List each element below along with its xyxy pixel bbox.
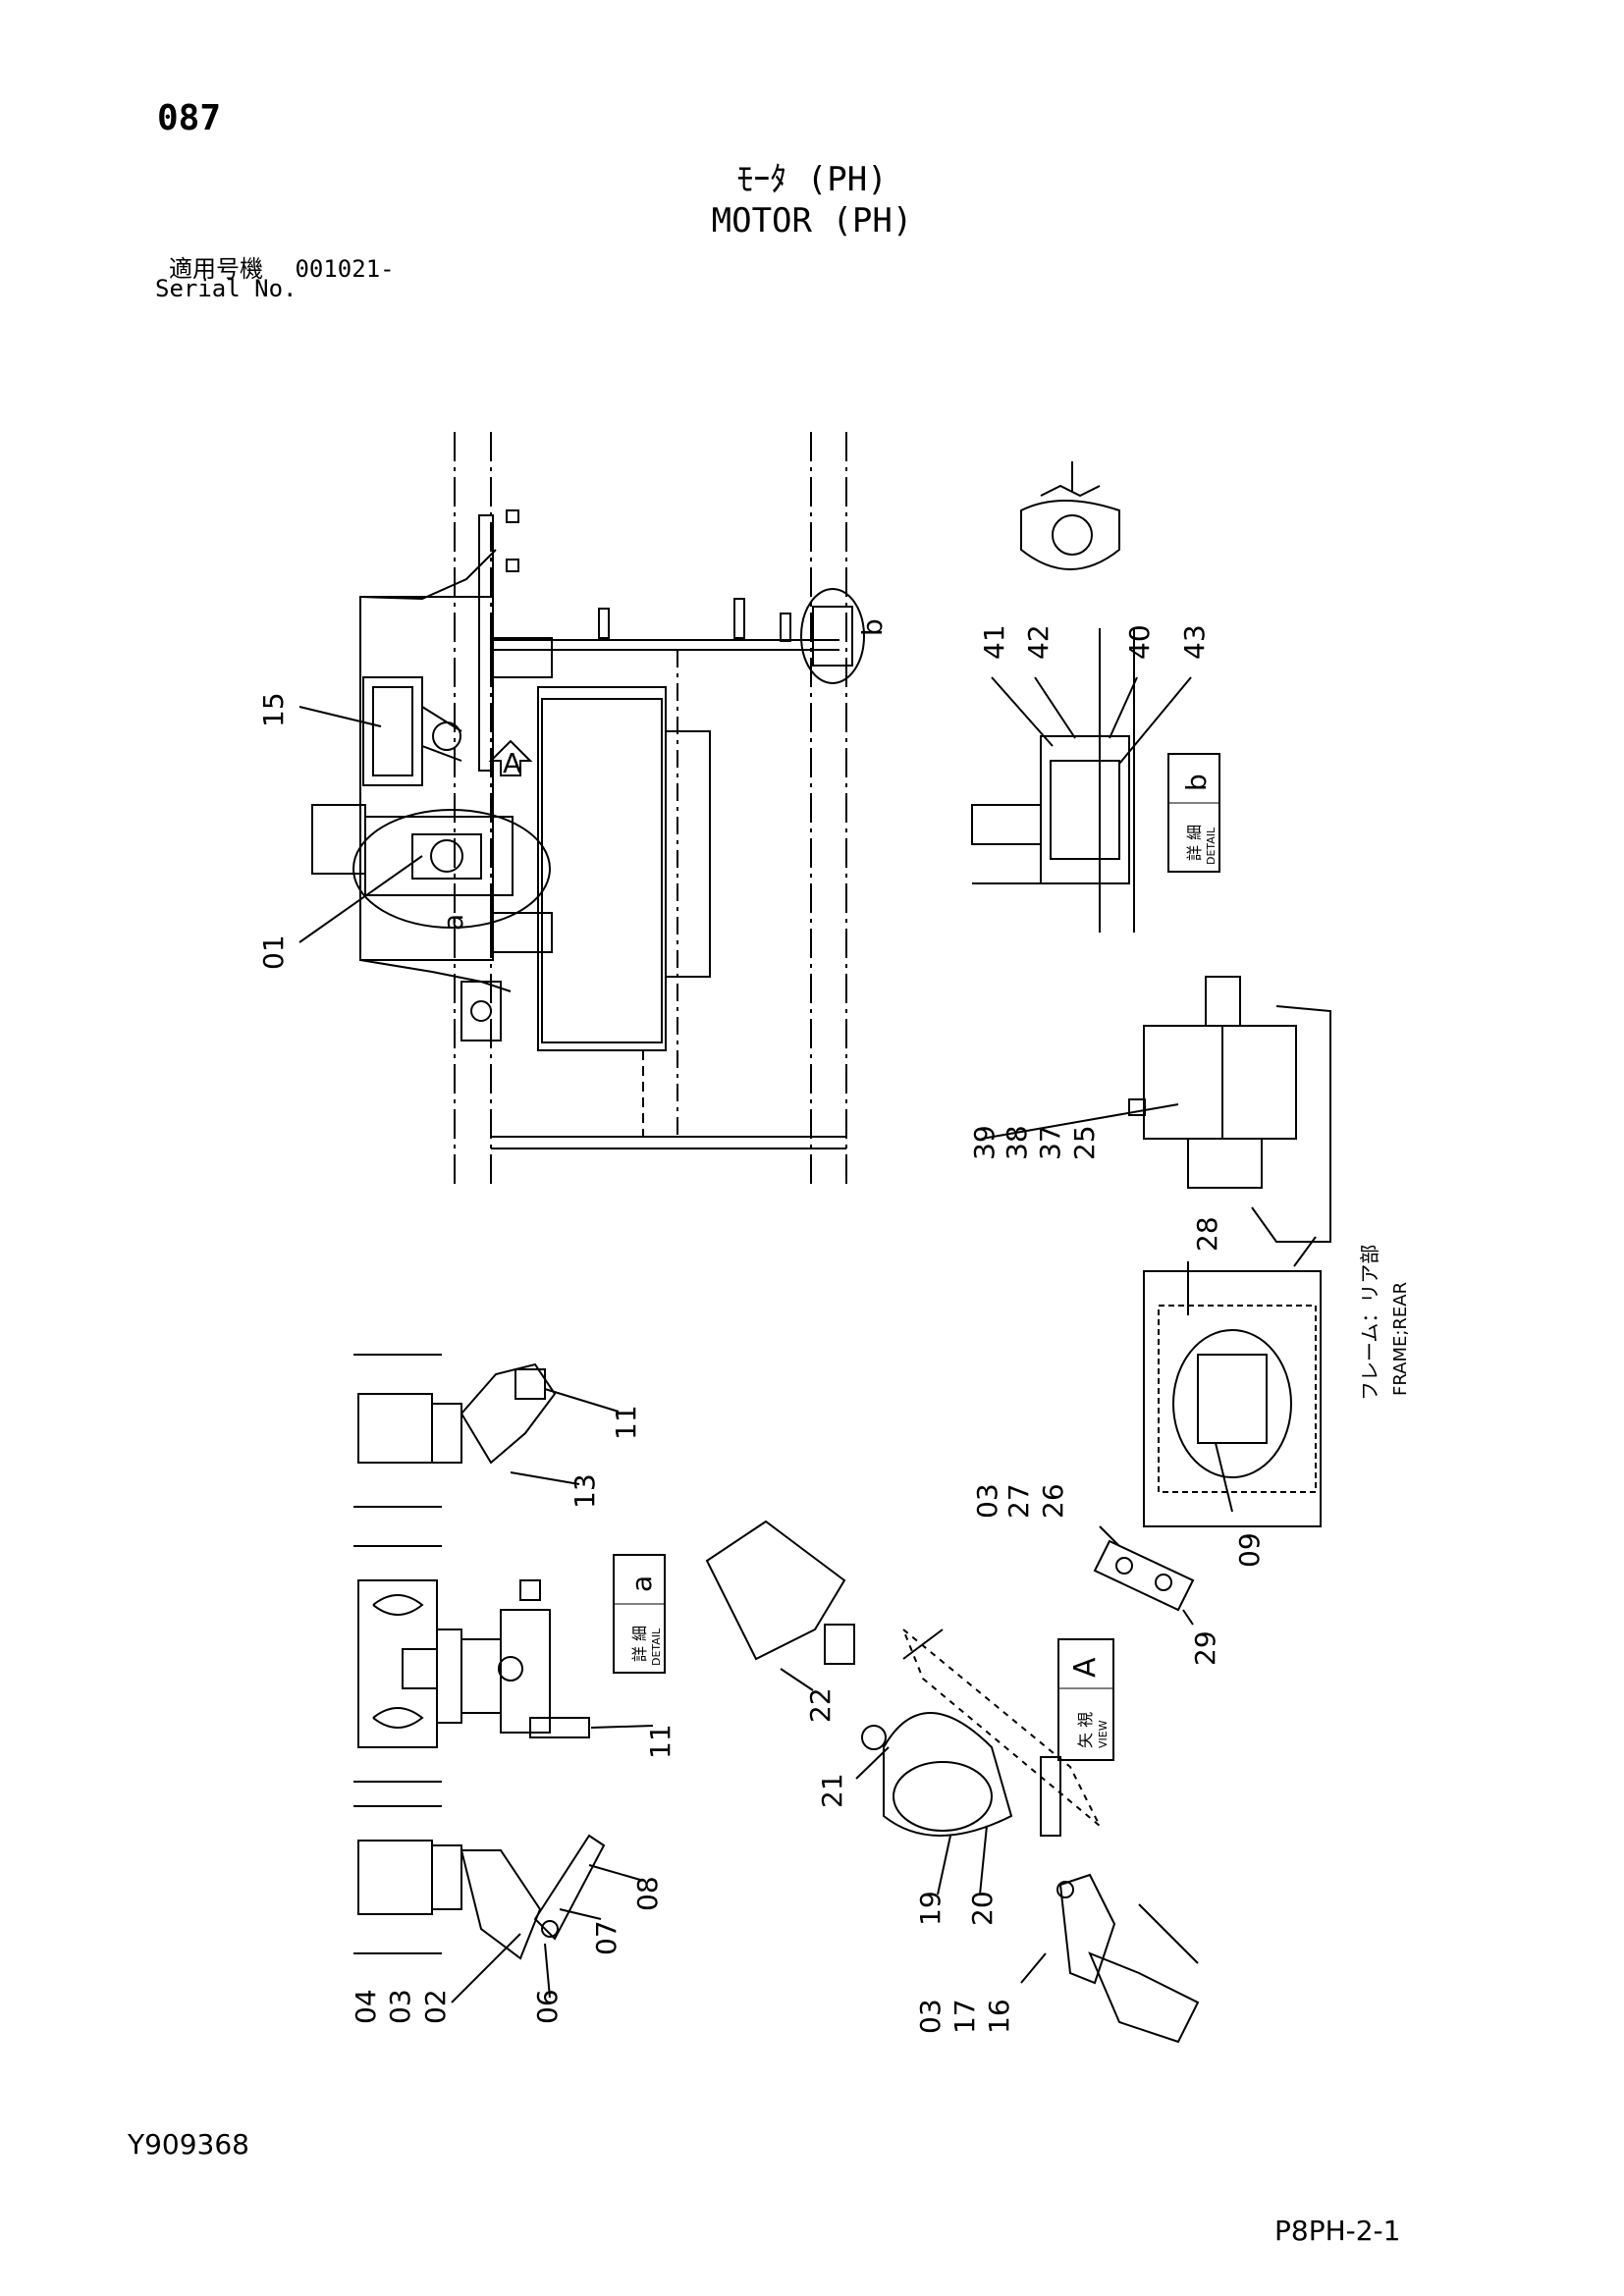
detail-a-box — [613, 1554, 666, 1674]
detail-b-marker: b — [856, 618, 889, 636]
main-frame-view — [311, 432, 865, 1188]
callout-06: 06 — [531, 1989, 564, 2024]
frame-rear-en: FRAME;REAR — [1390, 1282, 1411, 1396]
callout-39: 39 — [968, 1125, 1001, 1160]
callout-16: 16 — [983, 1999, 1015, 2034]
callout-25: 25 — [1068, 1125, 1101, 1160]
frame-rear-jp: フレーム：リア部 — [1358, 1245, 1381, 1401]
callout-26: 26 — [1037, 1483, 1069, 1519]
serial-label-japanese: 適用号機 — [169, 255, 263, 283]
view-A-box — [1057, 1638, 1114, 1761]
callout-11-b: 11 — [644, 1724, 677, 1759]
callout-04: 04 — [350, 1989, 382, 2024]
valve-block-view — [1093, 1539, 1195, 1612]
callout-41: 41 — [978, 624, 1010, 660]
callout-11-a: 11 — [610, 1405, 642, 1440]
serial-label-english: Serial No. — [155, 275, 298, 302]
callout-01: 01 — [257, 934, 290, 970]
view-A-letter: A — [1068, 1657, 1103, 1678]
callout-38: 38 — [1001, 1125, 1033, 1160]
callout-07: 07 — [590, 1920, 623, 1955]
drawing-number: Y909368 — [128, 2128, 249, 2161]
serial-value: 001021- — [295, 255, 395, 283]
title-english: MOTOR (PH) — [711, 201, 913, 240]
detail-b-letter: b — [1180, 774, 1213, 791]
detail-a-jp: 詳 細 — [630, 1626, 649, 1662]
detail-b-en: DETAIL — [1205, 827, 1218, 865]
callout-40: 40 — [1123, 624, 1156, 660]
callout-20: 20 — [966, 1891, 999, 1926]
detail-a-motor-view — [353, 1545, 590, 1783]
page-number: 087 — [157, 98, 222, 138]
callout-42: 42 — [1022, 624, 1055, 660]
view-A-en: VIEW — [1097, 1720, 1110, 1748]
view-A-jp: 矢 視 — [1076, 1712, 1095, 1748]
callout-02: 02 — [419, 1989, 452, 2024]
detail-a-marker: a — [437, 914, 469, 931]
callout-03-b: 03 — [384, 1989, 416, 2024]
callout-22: 22 — [804, 1687, 837, 1723]
detail-a-letter: a — [625, 1575, 658, 1592]
callout-29: 29 — [1189, 1630, 1221, 1666]
callout-03-a: 03 — [971, 1483, 1003, 1519]
title-japanese: ﾓｰﾀ (PH) — [736, 160, 888, 199]
callout-08: 08 — [631, 1876, 664, 1911]
detail-a-en: DETAIL — [650, 1628, 663, 1666]
page-reference: P8PH-2-1 — [1274, 2215, 1401, 2247]
serial-row-japanese: 適用号機 001021- — [169, 249, 395, 284]
callout-43: 43 — [1178, 624, 1211, 660]
callout-21: 21 — [816, 1773, 848, 1808]
frame-rear-view — [1128, 976, 1331, 1527]
detail-b-view — [971, 461, 1135, 933]
view-A-motor-detail — [705, 1520, 1101, 1837]
callout-28: 28 — [1191, 1216, 1223, 1252]
callout-09: 09 — [1233, 1532, 1266, 1568]
left-upper-motor-view — [353, 1354, 557, 1508]
detail-b-jp: 詳 細 — [1185, 825, 1204, 861]
left-lower-motor-view — [353, 1805, 606, 1960]
callout-13: 13 — [568, 1473, 601, 1509]
callout-19: 19 — [914, 1891, 947, 1926]
detail-b-box — [1167, 753, 1220, 873]
bottom-right-motor-view — [1056, 1873, 1200, 2044]
arrow-A-marker: A — [503, 747, 521, 779]
callout-15: 15 — [257, 692, 290, 727]
callout-37: 37 — [1034, 1125, 1066, 1160]
callout-27: 27 — [1002, 1483, 1035, 1519]
callout-03-c: 03 — [914, 1999, 947, 2034]
callout-17: 17 — [948, 1999, 981, 2034]
